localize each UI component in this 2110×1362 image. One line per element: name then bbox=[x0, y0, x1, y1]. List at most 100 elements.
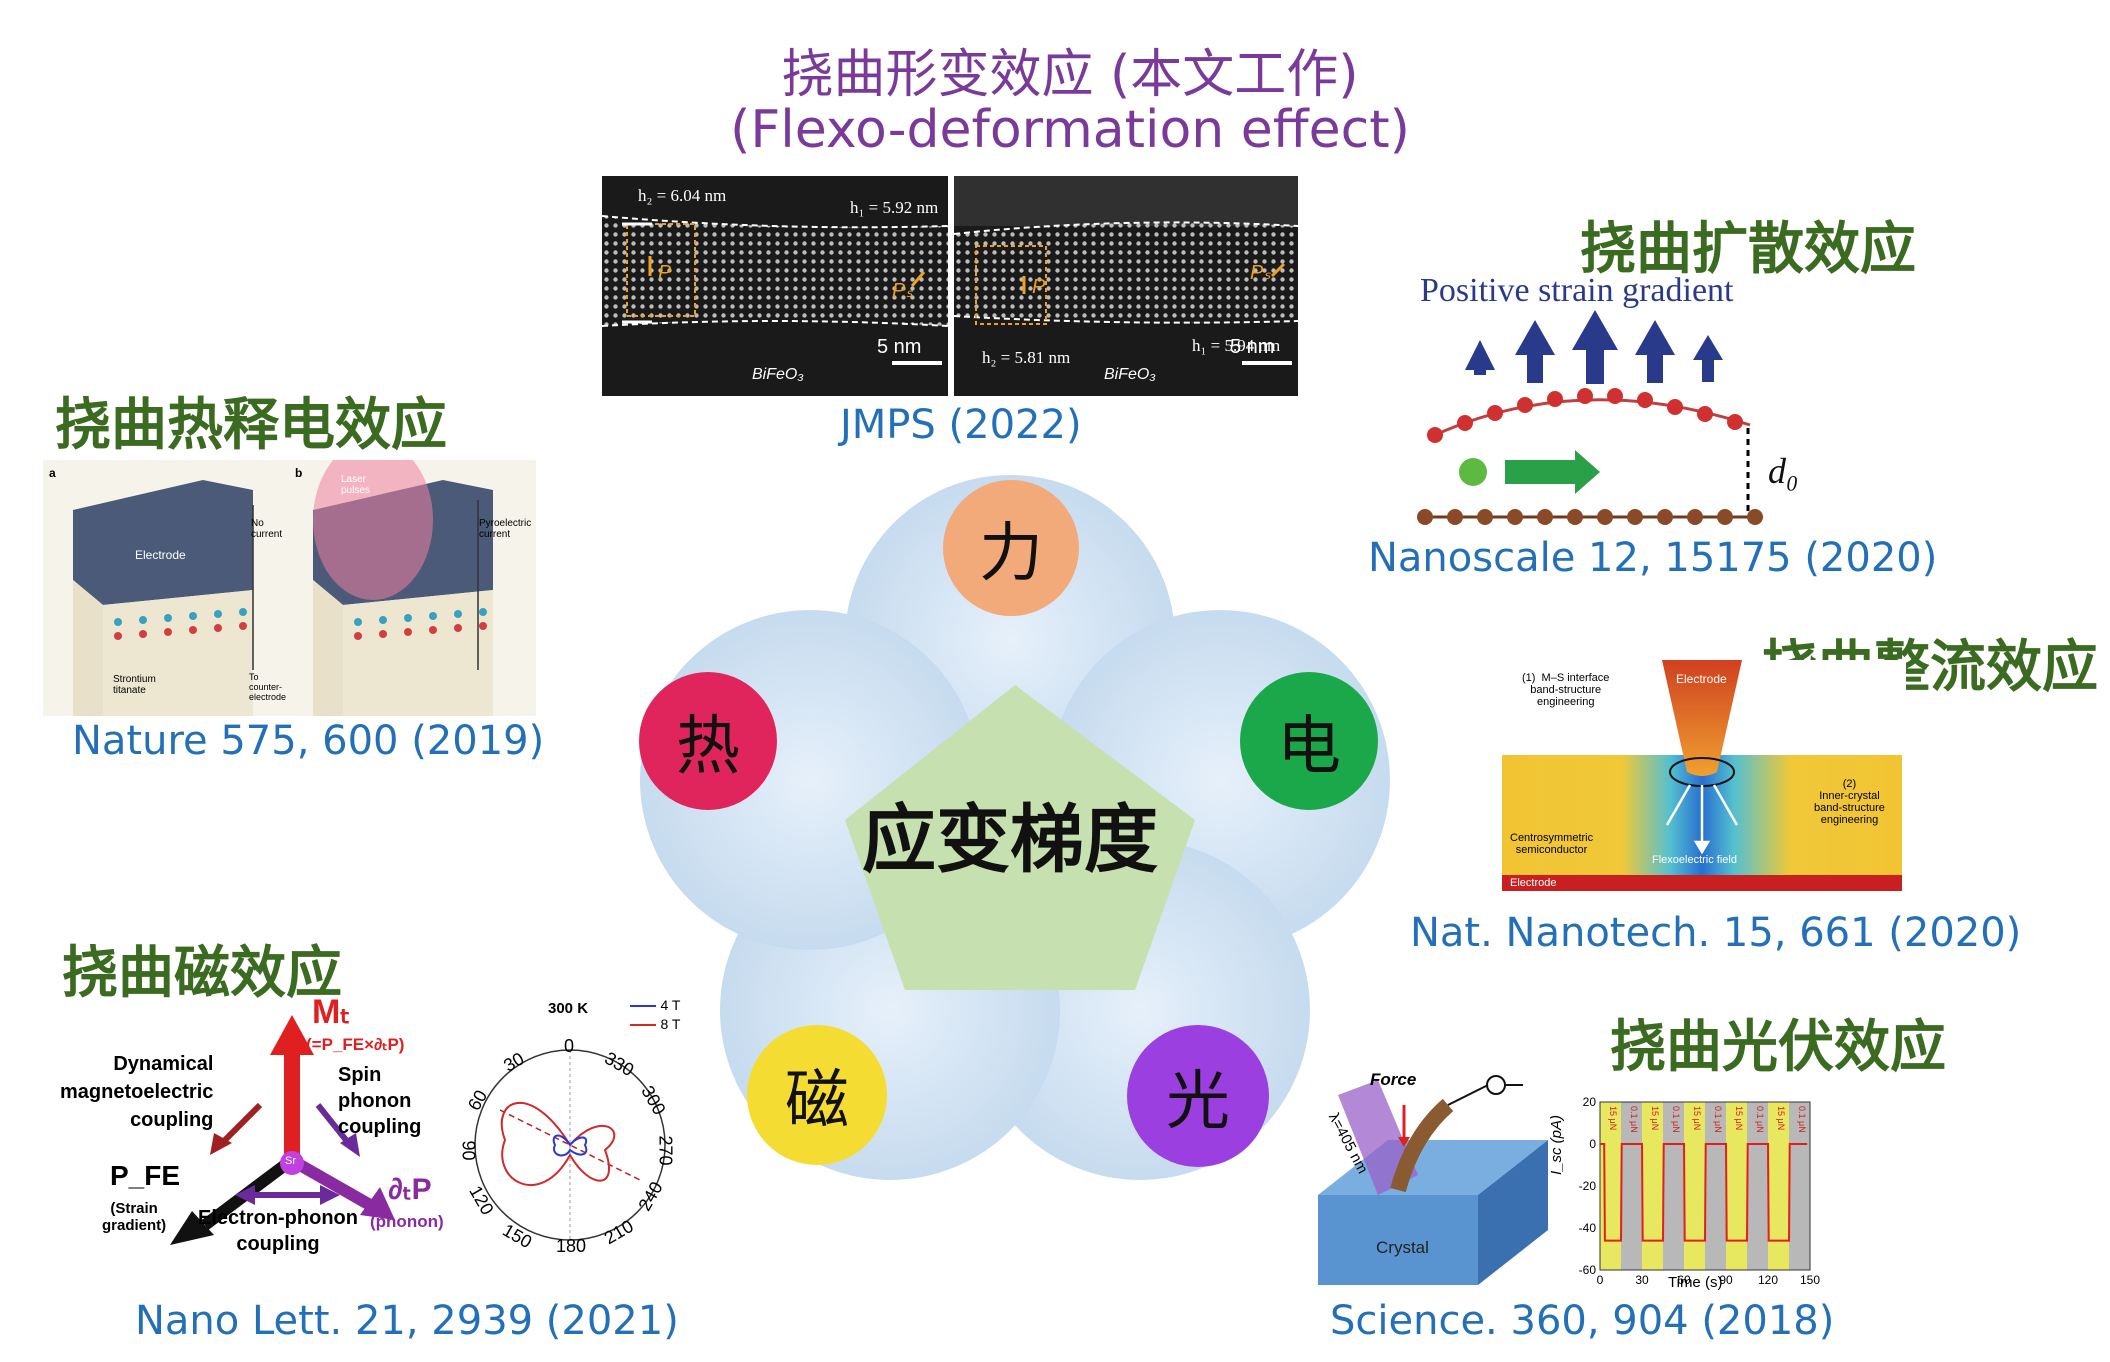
diffusion-title: 挠曲扩散效应 bbox=[1580, 217, 1916, 282]
pv-band-label: 15 μN bbox=[1650, 1106, 1660, 1130]
deformation-title-en: (Flexo-deformation effect) bbox=[730, 100, 1410, 160]
diffusion-ref: Nanoscale 12, 15175 (2020) bbox=[1368, 535, 1938, 581]
right-p: P bbox=[1032, 276, 1046, 298]
pv-series-line bbox=[1600, 1143, 1808, 1242]
polar-legend-4t-label: 4 T bbox=[660, 997, 681, 1013]
mag-polar-plot bbox=[474, 1049, 666, 1241]
pv-band-label: 15 μN bbox=[1608, 1106, 1618, 1130]
rect-electrode-bottom: Electrode bbox=[1510, 877, 1557, 889]
strain-arrows bbox=[1465, 310, 1723, 384]
rect-centro: Centrosymmetric semiconductor bbox=[1510, 832, 1594, 856]
left-p: P bbox=[658, 262, 672, 284]
polar-angle-180: 180 bbox=[556, 1236, 587, 1256]
polar-legend-4t: 4 T bbox=[630, 996, 680, 1015]
diffusion-label: Positive strain gradient bbox=[1420, 272, 1734, 309]
node-force: 力 bbox=[943, 480, 1079, 616]
rect-inner: (2) Inner-crystal band-structure enginee… bbox=[1814, 778, 1885, 826]
mag-phonon: (phonon) bbox=[370, 1212, 444, 1231]
left-h2: h₂ = 6.04 nm bbox=[638, 186, 727, 205]
pv-band-high bbox=[1684, 1102, 1705, 1270]
polar-legend-8t-label: 8 T bbox=[660, 1016, 681, 1032]
stem-lattice-right bbox=[954, 176, 1298, 365]
pv-band-label: 15 μN bbox=[1776, 1106, 1786, 1130]
pv-band-label: 0.1 μN bbox=[1797, 1106, 1807, 1133]
pv-ytick: -60 bbox=[1579, 1263, 1597, 1277]
rect-image: (1) M–S interface band-structure enginee… bbox=[1502, 660, 1906, 896]
node-magnetic: 磁 bbox=[747, 1025, 887, 1165]
pv-xtick: 30 bbox=[1635, 1273, 1649, 1287]
pv-crystal: Crystal bbox=[1376, 1238, 1429, 1257]
pv-crystal-diagram bbox=[1318, 1075, 1548, 1285]
pv-xtick: 120 bbox=[1758, 1273, 1778, 1287]
mag-ref: Nano Lett. 21, 2939 (2021) bbox=[135, 1298, 679, 1344]
pv-band-high bbox=[1726, 1102, 1747, 1270]
pv-xtick: 0 bbox=[1597, 1273, 1604, 1287]
deformation-image-left: h₂ = 6.04 nm h₁ = 5.92 nm P Pₛ BiFeO₃ 5 … bbox=[602, 176, 948, 396]
diffusion-d0: d₀ bbox=[1768, 451, 1799, 491]
right-scale: 5 nm bbox=[1230, 336, 1275, 358]
polar-angle-90: 90 bbox=[458, 1140, 479, 1161]
node-light-label: 光 bbox=[1166, 1065, 1230, 1139]
right-h2: h₂ = 5.81 nm bbox=[982, 348, 1071, 367]
rect-ms: (1) M–S interface band-structure enginee… bbox=[1522, 672, 1610, 708]
pv-xtick: 90 bbox=[1719, 1273, 1733, 1287]
pv-xlabel: Time (s) bbox=[1668, 1274, 1723, 1291]
pv-force: Force bbox=[1370, 1070, 1417, 1089]
pv-ytick: 20 bbox=[1583, 1095, 1597, 1109]
node-heat-label: 热 bbox=[676, 710, 740, 784]
polar-angle-0: 0 bbox=[564, 1036, 575, 1056]
pv-title: 挠曲光伏效应 bbox=[1610, 1015, 1946, 1080]
left-scale: 5 nm bbox=[877, 336, 922, 358]
node-force-label: 力 bbox=[979, 517, 1043, 591]
right-material: BiFeO₃ bbox=[1104, 366, 1156, 383]
center-pentagon bbox=[845, 685, 1195, 990]
node-heat: 热 bbox=[639, 672, 777, 810]
rect-ref: Nat. Nanotech. 15, 661 (2020) bbox=[1410, 910, 2022, 956]
polar-title: 300 K bbox=[548, 1000, 589, 1017]
diffusion-diagram bbox=[1417, 310, 1763, 525]
polar-legend-8t: 8 T bbox=[630, 1015, 680, 1034]
stem-lattice-left bbox=[602, 215, 948, 365]
pv-ylabel: I_sc (pA) bbox=[1548, 1114, 1565, 1175]
pyro-laser: Laser pulses bbox=[341, 474, 370, 496]
pyro-b: b bbox=[295, 466, 303, 480]
mag-dynamical: Dynamical magnetoelectric coupling bbox=[60, 1053, 214, 1131]
mag-pfe: P_FE bbox=[110, 1160, 181, 1191]
deformation-title-cn: 挠曲形变效应 (本文工作) bbox=[781, 45, 1359, 105]
pv-band-label: 15 μN bbox=[1734, 1106, 1744, 1130]
pv-axes bbox=[1599, 1101, 1811, 1271]
pv-band-label: 15 μN bbox=[1692, 1106, 1702, 1130]
pyro-image: a b Electrode No current Laser pulses Py… bbox=[43, 460, 536, 716]
node-electric-label: 电 bbox=[1277, 710, 1341, 784]
mag-strain: (Strain gradient) bbox=[102, 1200, 167, 1234]
rect-diagram bbox=[1502, 660, 1902, 891]
mag-title: 挠曲磁效应 bbox=[62, 941, 342, 1006]
node-electric: 电 bbox=[1240, 672, 1378, 810]
pv-ytick: -40 bbox=[1579, 1221, 1597, 1235]
left-h1: h₁ = 5.92 nm bbox=[850, 198, 939, 217]
pyro-counter: To counter- electrode bbox=[249, 672, 287, 702]
mag-ep: Electron-phonon coupling bbox=[198, 1207, 358, 1255]
pyro-title: 挠曲热释电效应 bbox=[55, 393, 447, 458]
node-light: 光 bbox=[1127, 1025, 1269, 1167]
pv-band-high bbox=[1768, 1102, 1789, 1270]
pyro-diagram bbox=[43, 460, 536, 716]
polar-angle-270: 270 bbox=[655, 1135, 676, 1166]
pyro-a: a bbox=[49, 466, 56, 480]
mag-sr: Sr bbox=[285, 1155, 296, 1167]
right-h1: h₁ = 5.94 nm bbox=[1192, 336, 1281, 355]
mag-mt: Mₜ bbox=[312, 993, 351, 1031]
pyro-sto: Strontium titanate bbox=[113, 674, 156, 696]
mag-diagram bbox=[170, 1015, 395, 1245]
polar-8t-curve bbox=[500, 1101, 616, 1187]
polar-legend: 4 T 8 T bbox=[630, 996, 680, 1034]
pv-ytick: -20 bbox=[1579, 1179, 1597, 1193]
pyro-ref: Nature 575, 600 (2019) bbox=[72, 718, 545, 764]
left-ps: Pₛ bbox=[892, 280, 913, 302]
pyro-current: Pyroelectric current bbox=[479, 518, 532, 540]
polar-4t-curve bbox=[552, 1134, 588, 1157]
mag-mt-eq: (=P_FE×∂ₜP) bbox=[306, 1035, 405, 1054]
pv-ytick: 0 bbox=[1589, 1137, 1596, 1151]
